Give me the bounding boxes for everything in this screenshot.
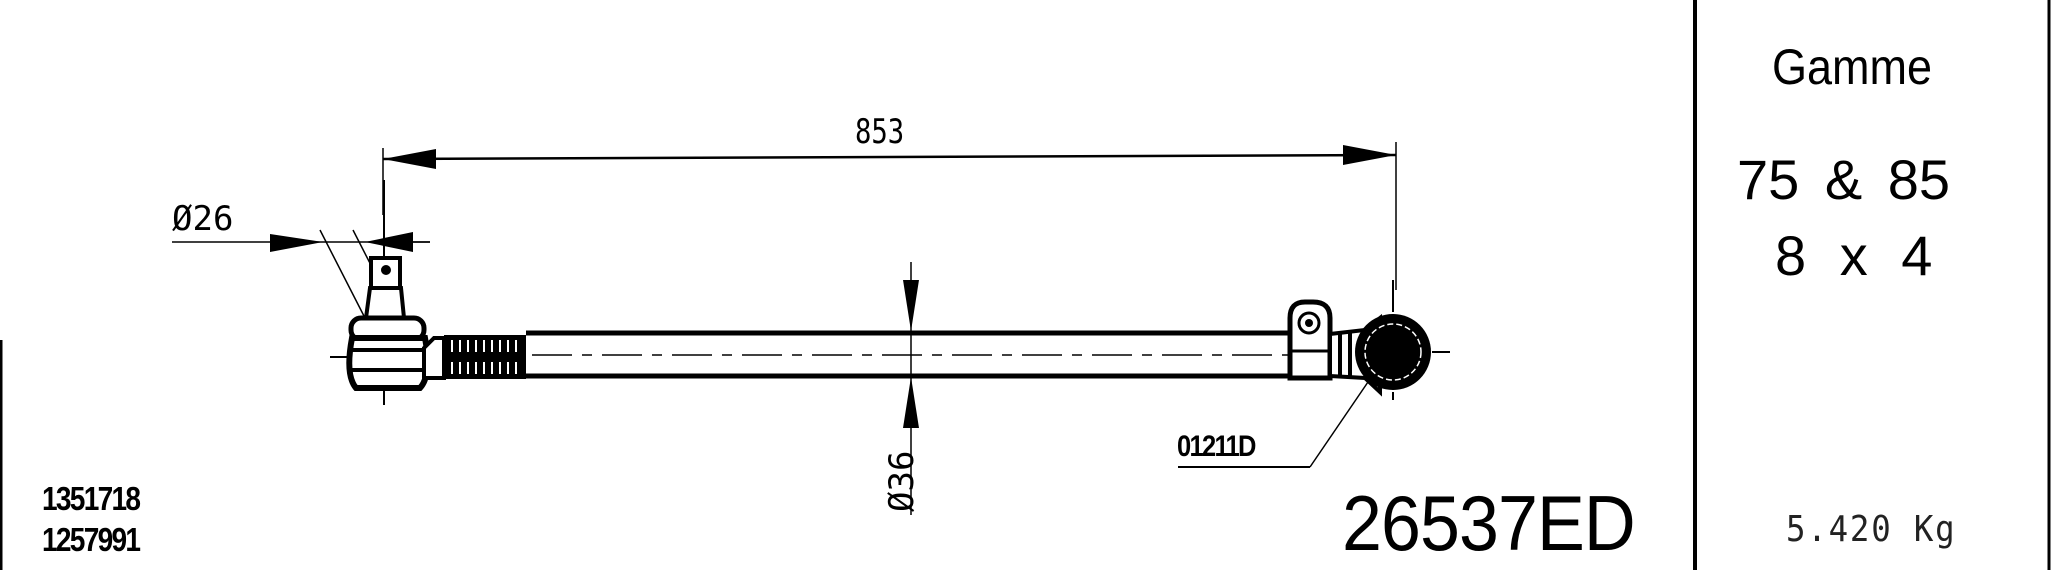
range-line-1: 75 & 85 (1737, 148, 1951, 211)
right-ball-joint (1328, 280, 1450, 400)
callout-leader (1178, 381, 1369, 468)
reference-number-1: 1351718 (42, 480, 141, 517)
length-dimension-label: 853 (855, 112, 905, 152)
length-dimension (382, 142, 1397, 290)
gamme-label: Gamme (1772, 39, 1933, 95)
ball-pin-diameter-label: Ø26 (172, 199, 234, 239)
reference-number-2: 1257991 (42, 521, 141, 558)
range-line-2: 8 x 4 (1775, 224, 1933, 287)
weight-label: 5.420 Kg (1786, 509, 1957, 550)
tube-diameter-label: Ø36 (882, 450, 922, 512)
ball-pin-diameter-dimension (172, 229, 430, 319)
part-number: 26537ED (1342, 479, 1636, 567)
callout-part-label: 01211D (1177, 430, 1256, 463)
tube-diameter-dimension (903, 262, 919, 515)
clamp (1287, 299, 1333, 381)
tube-body (526, 330, 1290, 379)
left-ball-joint (330, 180, 446, 405)
threaded-section (444, 335, 526, 379)
